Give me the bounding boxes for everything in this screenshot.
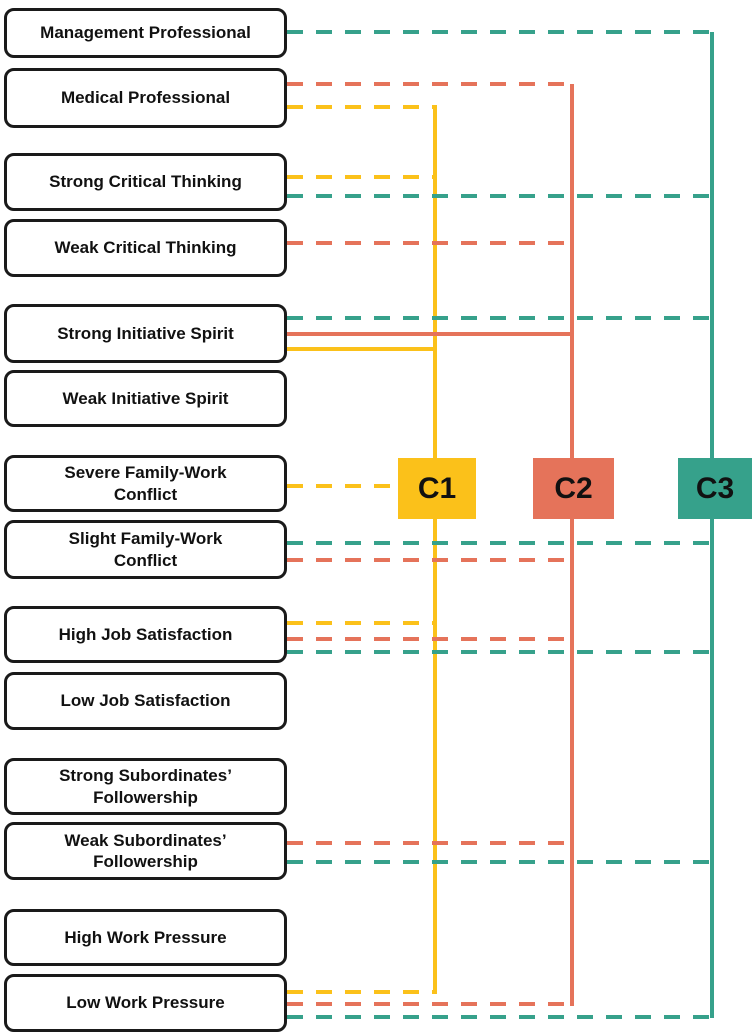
node-box-weak-initiative-spirit: Weak Initiative Spirit [4,370,287,427]
node-box-low-work-pressure: Low Work Pressure [4,974,287,1032]
edge-high-job-satisfaction-to-c3 [287,650,714,654]
node-label-high-job-satisfaction: High Job Satisfaction [58,624,233,644]
edge-low-work-pressure-to-c3 [287,1015,714,1019]
cluster-box-c1: C1 [398,458,476,519]
edge-low-work-pressure-to-c1 [287,990,437,994]
edge-medical-professional-to-c1 [287,105,437,109]
edge-severe-family-work-conflict-to-c1 [287,484,398,488]
node-label-low-work-pressure: Low Work Pressure [66,993,225,1013]
cluster-label-c3: C3 [695,471,735,505]
node-box-management-professional: Management Professional [4,8,287,58]
edge-strong-initiative-spirit-to-c1 [287,347,437,351]
cluster-box-c2: C2 [533,458,614,519]
node-label-strong-initiative-spirit: Strong Initiative Spirit [57,323,234,343]
edge-medical-professional-to-c2 [287,82,574,86]
edge-management-professional-to-c3 [287,30,714,34]
node-label-medical-professional: Medical Professional [60,88,231,108]
edge-high-job-satisfaction-to-c1 [287,621,437,625]
node-box-high-work-pressure: High Work Pressure [4,909,287,966]
edge-slight-family-work-conflict-to-c3 [287,541,714,545]
edge-strong-critical-thinking-to-c3 [287,194,714,198]
node-box-low-job-satisfaction: Low Job Satisfaction [4,672,287,730]
edge-weak-subordinates-followership-to-c3 [287,860,714,864]
node-label-slight-family-work-conflict: Slight Family-Work Conflict [68,529,223,570]
node-box-medical-professional: Medical Professional [4,68,287,128]
edge-strong-critical-thinking-to-c1 [287,175,437,179]
edge-low-work-pressure-to-c2 [287,1002,574,1006]
cluster-label-c1: C1 [417,471,457,505]
edge-weak-subordinates-followership-to-c2 [287,841,574,845]
cluster-label-c2: C2 [554,471,593,505]
node-box-slight-family-work-conflict: Slight Family-Work Conflict [4,520,287,579]
node-label-severe-family-work-conflict: Severe Family-Work Conflict [64,463,227,504]
edge-slight-family-work-conflict-to-c2 [287,558,574,562]
node-label-weak-initiative-spirit: Weak Initiative Spirit [62,388,229,408]
node-box-high-job-satisfaction: High Job Satisfaction [4,606,287,663]
edge-high-job-satisfaction-to-c2 [287,637,574,641]
cluster-box-c3: C3 [678,458,752,519]
edge-strong-initiative-spirit-to-c3 [287,316,714,320]
node-label-management-professional: Management Professional [40,23,251,43]
cluster-line-c2 [570,84,574,1006]
cluster-line-c3 [710,32,714,1018]
edge-strong-initiative-spirit-to-c2 [287,332,574,336]
node-box-weak-subordinates-followership: Weak Subordinates’ Followership [4,822,287,880]
node-box-severe-family-work-conflict: Severe Family-Work Conflict [4,455,287,512]
node-label-strong-critical-thinking: Strong Critical Thinking [49,172,242,192]
node-box-strong-critical-thinking: Strong Critical Thinking [4,153,287,211]
node-label-strong-subordinates-followership: Strong Subordinates’ Followership [59,766,232,807]
node-label-low-job-satisfaction: Low Job Satisfaction [60,691,231,711]
node-label-weak-critical-thinking: Weak Critical Thinking [54,238,237,258]
node-box-strong-initiative-spirit: Strong Initiative Spirit [4,304,287,363]
node-box-strong-subordinates-followership: Strong Subordinates’ Followership [4,758,287,815]
edge-weak-critical-thinking-to-c2 [287,241,574,245]
node-box-weak-critical-thinking: Weak Critical Thinking [4,219,287,277]
cluster-line-c1 [433,107,437,994]
node-label-high-work-pressure: High Work Pressure [64,927,227,947]
node-label-weak-subordinates-followership: Weak Subordinates’ Followership [64,830,227,871]
